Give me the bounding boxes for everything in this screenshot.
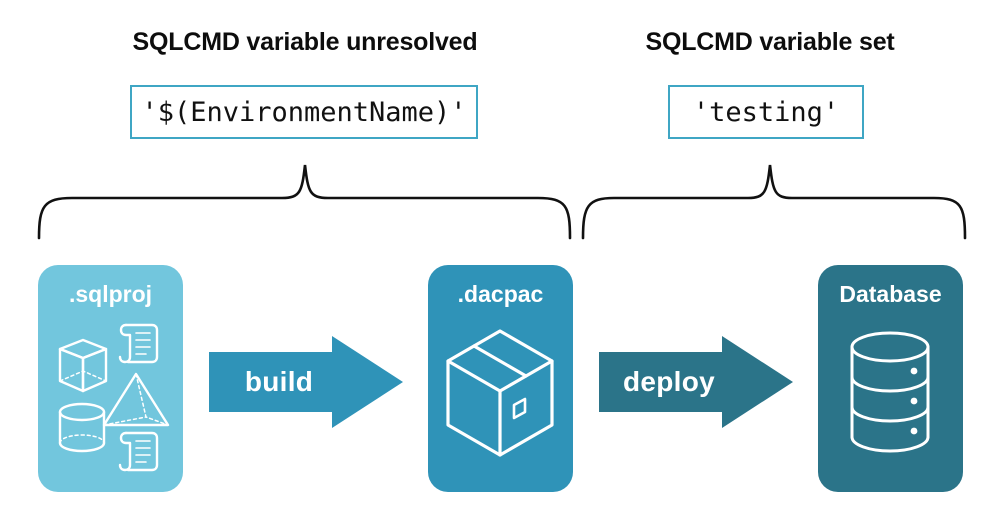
stage-box-database[interactable]: Database bbox=[818, 265, 963, 492]
database-art bbox=[850, 331, 930, 453]
sqlcmd-variable-unresolved-value: '$(EnvironmentName)' bbox=[130, 85, 478, 139]
stage-label-dacpac: .dacpac bbox=[457, 281, 544, 307]
stage-box-sqlproj[interactable]: .sqlproj bbox=[38, 265, 183, 492]
annotation-heading-left: SQLCMD variable unresolved bbox=[132, 28, 478, 56]
arrow-deploy-label: deploy bbox=[622, 366, 716, 397]
annotation-heading-right: SQLCMD variable set bbox=[645, 28, 895, 56]
cylinder-icon bbox=[58, 402, 106, 453]
package-box-icon bbox=[446, 329, 554, 457]
arrow-build-shape bbox=[209, 336, 403, 428]
brace-right-icon bbox=[581, 164, 967, 240]
script-scroll-icon bbox=[118, 323, 159, 364]
cube-icon bbox=[58, 338, 108, 393]
arrow-deploy[interactable]: deploy bbox=[595, 330, 800, 434]
arrow-build[interactable]: build bbox=[205, 330, 410, 434]
database-cylinder-icon bbox=[850, 331, 930, 453]
sqlcmd-variable-set-value: 'testing' bbox=[668, 85, 864, 139]
stage-label-database: Database bbox=[839, 281, 942, 307]
script-scroll-icon bbox=[118, 431, 159, 472]
brace-left-icon bbox=[37, 164, 572, 240]
pyramid-icon bbox=[102, 372, 170, 427]
arrow-build-label: build bbox=[244, 366, 314, 397]
sqlproj-artifacts-art bbox=[58, 323, 170, 472]
arrow-deploy-shape bbox=[599, 336, 793, 428]
dacpac-package-art bbox=[446, 329, 554, 457]
stage-label-sqlproj: .sqlproj bbox=[68, 281, 153, 307]
stage-box-dacpac[interactable]: .dacpac bbox=[428, 265, 573, 492]
